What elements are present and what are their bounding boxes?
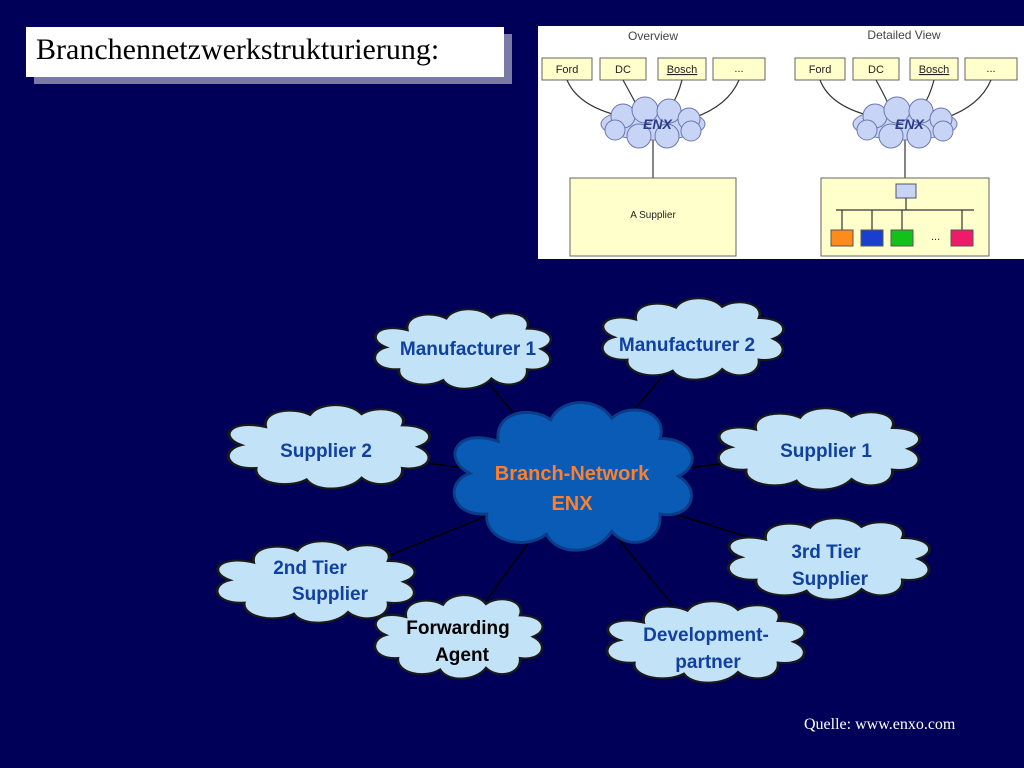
detailed-bosch-label: Bosch	[919, 64, 950, 76]
label-tier2-line1: 2nd Tier	[273, 558, 347, 579]
detailed-hosts-dots: ...	[931, 231, 940, 243]
label-tier3-line1: 3rd Tier	[791, 542, 861, 563]
label-forwarding-line2: Agent	[435, 645, 490, 666]
overview-heading: Overview	[628, 29, 678, 43]
label-tier2-line2: Supplier	[292, 584, 369, 605]
enx-inset-figure: Overview Ford DC Bosch ...	[538, 26, 1024, 259]
label-center-line2: ENX	[551, 493, 593, 515]
label-manufacturer2: Manufacturer 2	[619, 335, 755, 356]
title-box: Branchennetzwerkstrukturierung:	[26, 27, 504, 77]
cloud-tier2	[215, 539, 417, 625]
detailed-host-blue	[860, 229, 884, 247]
label-development-line1: Development-	[643, 625, 769, 646]
detailed-host-green	[890, 229, 914, 247]
overview-enx-label: ENX	[643, 116, 673, 132]
overview-ford-label: Ford	[556, 64, 579, 76]
label-tier3-line2: Supplier	[792, 569, 869, 590]
enx-inset-svg: Overview Ford DC Bosch ...	[541, 28, 1018, 257]
detailed-host-pink	[950, 229, 974, 247]
overview-supplier-box	[569, 177, 737, 257]
source-credit: Quelle: www.enxo.com	[804, 716, 956, 733]
overview-dc-label: DC	[615, 64, 631, 76]
label-center-line1: Branch-Network	[495, 463, 650, 485]
detailed-heading: Detailed View	[867, 28, 940, 42]
label-supplier2: Supplier 2	[280, 441, 372, 462]
label-supplier1: Supplier 1	[780, 441, 872, 462]
overview-panel: Ford DC Bosch ... ENX A Supplier	[541, 57, 766, 257]
page-title: Branchennetzwerkstrukturierung:	[36, 33, 440, 66]
detailed-enx-label: ENX	[895, 116, 925, 132]
overview-supplier-label: A Supplier	[630, 210, 676, 221]
detailed-panel: Ford DC Bosch ... ENX	[794, 57, 1018, 257]
overview-bosch-label: Bosch	[667, 64, 698, 76]
overview-more-label: ...	[734, 63, 743, 75]
detailed-host-orange	[830, 229, 854, 247]
label-development-line2: partner	[675, 652, 741, 673]
label-manufacturer1: Manufacturer 1	[400, 339, 537, 360]
label-forwarding-line1: Forwarding	[406, 618, 509, 639]
detailed-dc-label: DC	[868, 64, 884, 76]
detailed-ford-label: Ford	[809, 64, 832, 76]
detailed-more-label: ...	[986, 63, 995, 75]
